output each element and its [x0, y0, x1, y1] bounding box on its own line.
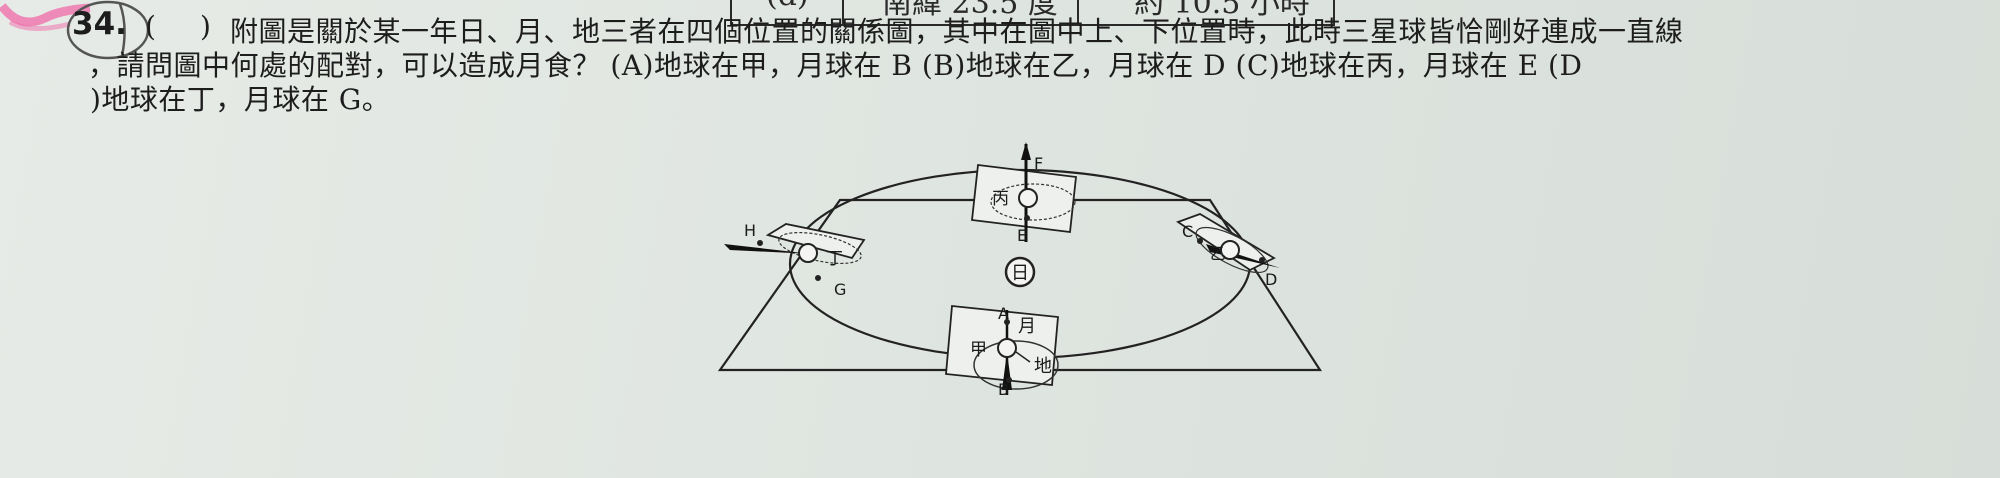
- position-label-top: 丙: [992, 189, 1009, 209]
- question-number: 34.: [72, 6, 127, 42]
- point-label-f: F: [1034, 154, 1043, 173]
- sun-symbol: [1004, 256, 1036, 288]
- earth-label: 地: [1034, 356, 1052, 377]
- point-label-b: B: [998, 380, 1009, 399]
- point-label-a: A: [998, 304, 1009, 323]
- table-cell-text: 約 10.5 小時: [1134, 0, 1310, 21]
- point-label-d: D: [1265, 270, 1277, 289]
- table-cell-text: (d): [766, 0, 809, 13]
- table-cell: [732, 0, 844, 24]
- moon-label: 月: [1018, 316, 1036, 337]
- sun-earth-moon-diagram: 日 丙 F E C 乙 D H 丁 G: [717, 142, 1323, 399]
- position-right: C 乙 D: [1176, 213, 1280, 289]
- table-cell: [842, 0, 1079, 24]
- question-line-2: ，請問圖中何處的配對，可以造成月食？ (A)地球在甲，月球在 B (B)地球在乙…: [88, 49, 1583, 82]
- position-left: H 丁 G: [724, 221, 866, 299]
- question-line-1: 附圖是關於某一年日、月、地三者在四個位置的關係圖，其中在圖中上、下位置時，此時三…: [230, 15, 1684, 48]
- pencil-circle-mark: [66, 0, 150, 60]
- position-top: 丙 F E: [971, 142, 1077, 245]
- sun-label: 日: [1011, 263, 1029, 284]
- pink-highlighter-mark: [0, 3, 91, 31]
- orbital-plane: [717, 198, 1323, 372]
- table-fragment: (d) 南緯 23.5 度 約 10.5 小時: [730, 0, 1335, 26]
- point-label-g: G: [834, 280, 846, 299]
- point-label-e: E: [1017, 226, 1027, 245]
- position-label-left: 丁: [826, 249, 843, 269]
- position-bottom: A 月 甲 地 B: [945, 304, 1059, 399]
- position-label-right: 乙: [1210, 244, 1226, 263]
- position-label-bottom: 甲: [970, 340, 987, 360]
- question-line-3: )地球在丁，月球在 G。: [90, 83, 391, 116]
- point-label-c: C: [1182, 222, 1193, 241]
- table-cell-text: 南緯 23.5 度: [882, 0, 1058, 21]
- answer-blank-close: ): [200, 10, 212, 43]
- point-label-h: H: [744, 221, 756, 240]
- answer-blank-open: (: [145, 10, 156, 43]
